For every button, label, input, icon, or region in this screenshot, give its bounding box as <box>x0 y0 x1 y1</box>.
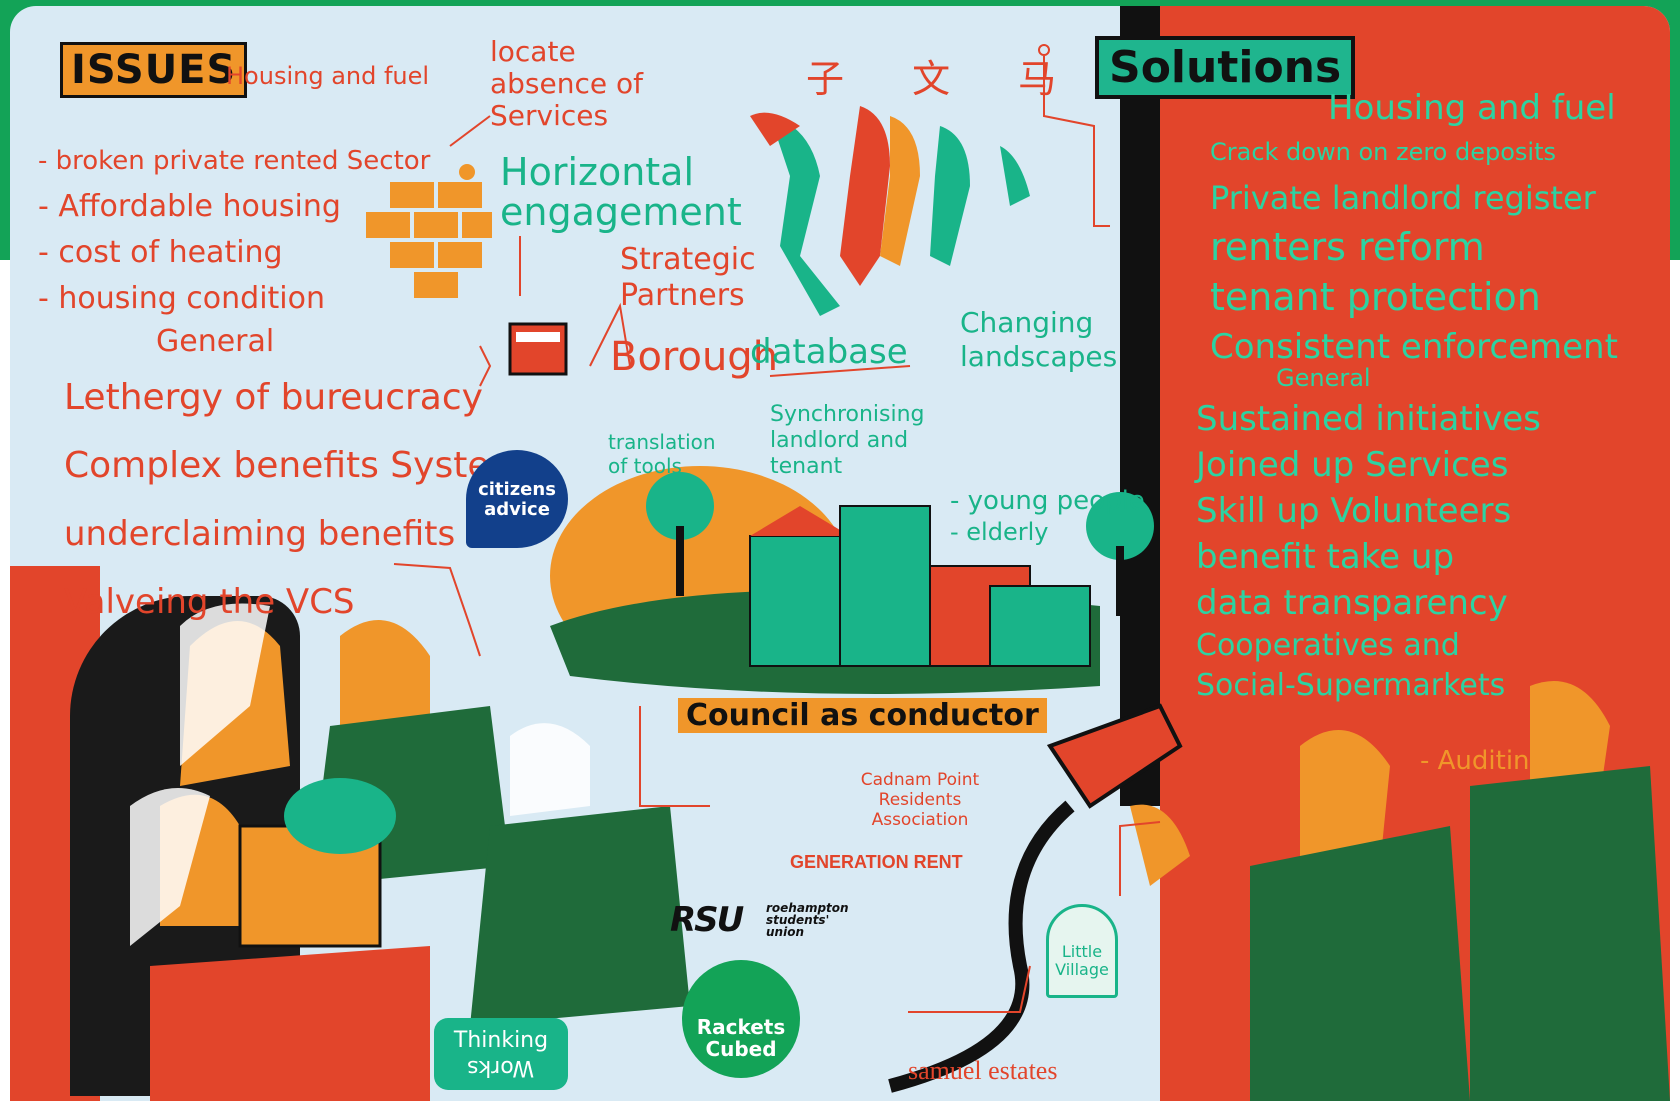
issue-item: - broken private rented Sector <box>38 146 431 176</box>
solutions-general-list: Sustained initiatives Joined up Services… <box>1196 396 1541 706</box>
issue-item: - housing condition <box>38 281 326 316</box>
solution-item: Private landlord register <box>1210 179 1596 217</box>
auditing-note: - Auditing <box>1420 746 1547 776</box>
elderly-note: - elderly <box>950 518 1049 546</box>
strategic-partners-note: Strategic Partners <box>620 242 756 313</box>
generation-rent-logo: GENERATION RENT <box>790 852 963 872</box>
fuel-nozzle-icon <box>888 703 1183 1093</box>
solution-general-item: benefit take up <box>1196 537 1455 577</box>
thinking-works-top: Thinking <box>453 1028 549 1053</box>
rackets-cubed-logo: Rackets Cubed <box>682 960 800 1078</box>
issues-heading: Housing and fuel <box>226 62 430 90</box>
solution-item: Consistent enforcement <box>1210 327 1618 367</box>
partners-figures-icon <box>750 106 1030 316</box>
solution-item: Crack down on zero deposits <box>1210 138 1556 166</box>
solution-general-item: data transparency <box>1196 583 1508 623</box>
solution-general-item: Skill up Volunteers <box>1196 491 1512 531</box>
cadnam-point-note: Cadnam Point Residents Association <box>860 770 980 830</box>
issue-general-item: underclaiming benefits <box>64 514 456 554</box>
solution-item: renters reform <box>1210 225 1485 269</box>
translation-note: translation of tools <box>608 430 716 478</box>
solutions-tag: Solutions <box>1095 36 1356 99</box>
young-people-note: - young people <box>950 486 1145 516</box>
locate-note: locate absence of Services <box>490 35 644 132</box>
connector-lines <box>393 44 1161 1013</box>
rsu-subtitle: roehampton students' union <box>766 901 849 939</box>
issues-list: - broken private rented Sector - Afforda… <box>38 138 430 322</box>
issue-general-item: Complex benefits System <box>64 445 525 486</box>
folder-icon <box>508 322 568 376</box>
solutions-heading: Housing and fuel <box>1328 88 1616 128</box>
database-label: database <box>750 332 908 372</box>
thinking-works-logo: Thinking Works <box>434 1018 568 1090</box>
changing-landscapes-note: Changing landscapes <box>960 306 1118 373</box>
issue-item: - cost of heating <box>38 235 283 270</box>
issue-general-item: Lethergy of bureucracy <box>64 377 483 418</box>
borough-label: Borough <box>610 334 779 380</box>
little-village-logo: Little Village <box>1046 904 1118 998</box>
brick-wall-icon <box>366 182 492 298</box>
rsu-logo: RSU <box>670 900 744 940</box>
language-glyphs: 子 文 马 <box>806 57 1085 101</box>
solution-general-item: Sustained initiatives <box>1196 399 1541 439</box>
citizens-advice-logo: citizens advice <box>466 450 568 548</box>
solution-general-item: Social-Supermarkets <box>1196 668 1506 703</box>
council-conductor-label: Council as conductor <box>678 698 1047 733</box>
town-scene-icon <box>550 466 1154 694</box>
horizontal-engagement-note: Horizontal engagement <box>500 150 742 234</box>
people-right-icon <box>1130 681 1670 1101</box>
issues-general-list: Lethergy of bureucracy Complex benefits … <box>64 364 525 636</box>
bullet-dot <box>459 164 475 180</box>
solution-general-item: Joined up Services <box>1196 445 1509 485</box>
samuel-estates-logo: samuel estates <box>908 1056 1058 1085</box>
solutions-general-heading: General <box>1276 364 1371 392</box>
issue-item: - Affordable housing <box>38 189 341 224</box>
issues-general-heading: General <box>156 324 275 359</box>
synchronising-note: Synchronising landlord and tenant <box>770 402 925 479</box>
illustration-canvas: ISSUES Housing and fuel - broken private… <box>10 6 1670 1101</box>
solution-item: tenant protection <box>1210 275 1541 319</box>
issues-tag: ISSUES <box>60 42 248 98</box>
issue-general-item: Valveing the VCS <box>64 582 355 622</box>
thinking-works-bottom: Works <box>467 1055 535 1080</box>
illustration-art <box>130 44 1670 1101</box>
solutions-list: Crack down on zero deposits Private land… <box>1210 130 1618 372</box>
solution-general-item: Cooperatives and <box>1196 628 1460 663</box>
people-left-icon <box>130 603 690 1101</box>
